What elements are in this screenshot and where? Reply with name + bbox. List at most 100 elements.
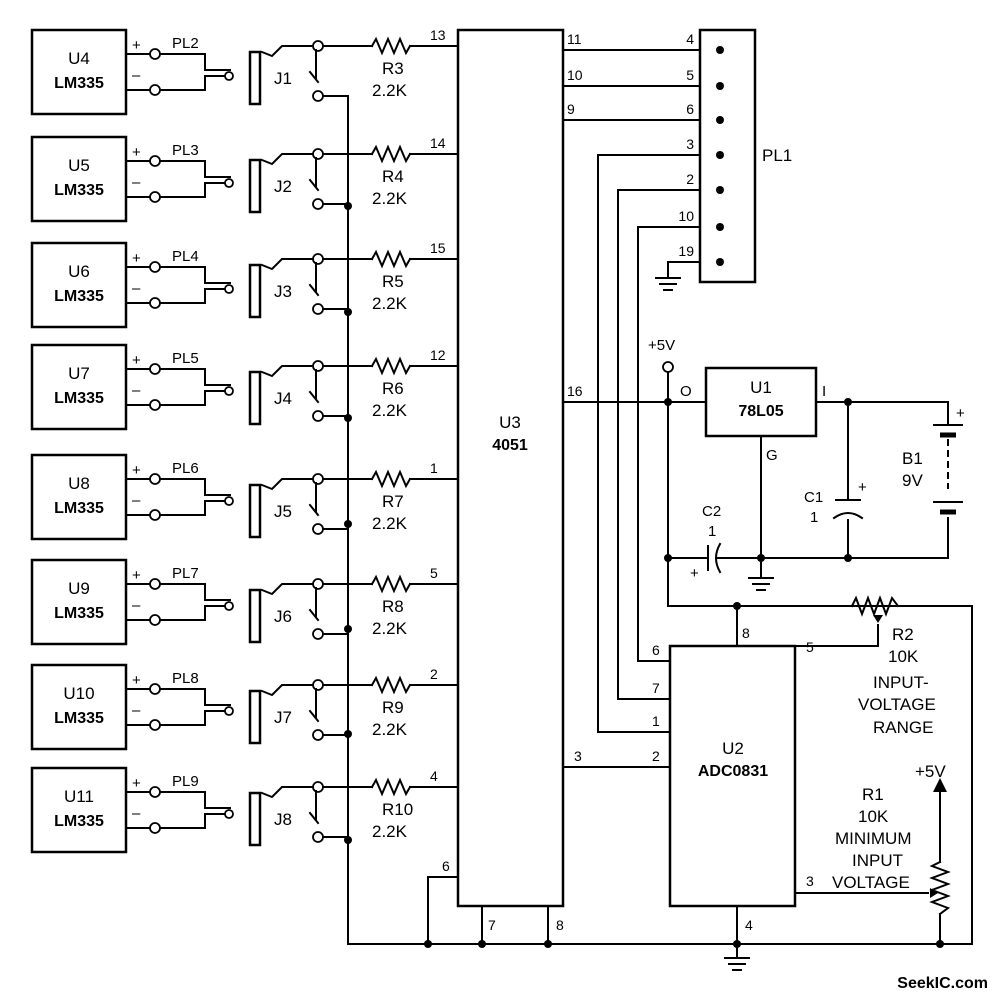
u2-adc: U2 ADC0831 8 6 7 1 2 5 3 4 (652, 625, 814, 933)
u2-pin-3: 3 (806, 873, 814, 889)
sensor-ref: U10 (63, 684, 94, 703)
u3-pin-11: 11 (567, 31, 582, 47)
pl1-pin-label: 4 (686, 31, 694, 47)
r2-desc-2: VOLTAGE (858, 695, 936, 714)
pl1-body (698, 28, 757, 284)
plug-plus: + (132, 352, 141, 369)
sensor-part: LM335 (54, 605, 104, 622)
resistor-ref: R3 (382, 59, 404, 78)
r2-desc-1: INPUT- (873, 673, 929, 692)
jack-body (248, 263, 262, 319)
sensor-body (30, 453, 128, 541)
sensor-channels: U4LM335+–PL2J1R32.2K13U5LM335+–PL3J2R42.… (30, 27, 459, 854)
plug-plus: + (132, 37, 141, 54)
ground-icon (724, 957, 750, 971)
jack-ref: J7 (274, 708, 292, 727)
resistor-value: 2.2K (372, 189, 408, 208)
r1-supply: +5V (915, 762, 946, 781)
sensor-body (30, 241, 128, 329)
ground-icon (748, 577, 774, 591)
r2-ref: R2 (892, 625, 914, 644)
u2-pin-5: 5 (806, 639, 814, 655)
static-wiring (347, 49, 973, 959)
u2-ref: U2 (722, 739, 744, 758)
sensor-part: LM335 (54, 390, 104, 407)
u1-pin-i: I (822, 383, 826, 400)
jack-body (248, 370, 262, 426)
pl1-pin-label: 3 (686, 136, 694, 152)
resistor-value: 2.2K (372, 619, 408, 638)
u3-pin-8: 8 (556, 917, 564, 933)
u3-input-pin: 13 (430, 27, 446, 43)
u3-pin-16: 16 (567, 383, 583, 399)
ground-icon (655, 277, 681, 291)
c2-ref: C2 (702, 503, 721, 520)
plug-minus: – (132, 67, 141, 84)
r1-desc-3: VOLTAGE (832, 873, 910, 892)
jack-ref: J4 (274, 389, 292, 408)
plus5v-terminal (662, 361, 674, 373)
jack-ref: J5 (274, 502, 292, 521)
plug-minus: – (132, 597, 141, 614)
u1-part: 78L05 (738, 403, 783, 420)
u1-body (704, 366, 818, 438)
resistor-value: 2.2K (372, 720, 408, 739)
b1-battery: + B1 9V (902, 405, 965, 515)
u1-pin-o: O (680, 383, 692, 400)
u3-part: 4051 (492, 437, 528, 454)
footer-site: SeekIC.com (897, 975, 988, 992)
plug-minus: – (132, 492, 141, 509)
r1-desc-2: INPUT (852, 851, 903, 870)
u1-regulator: U1 78L05 O I G (680, 366, 826, 464)
plus5v-node: +5V (648, 337, 675, 373)
c1-ref: C1 (804, 489, 823, 506)
plug-plus: + (132, 567, 141, 584)
sensor-body (30, 663, 128, 751)
sensor-body (30, 558, 128, 646)
u3-pin-9: 9 (567, 101, 575, 117)
u3-pin-6: 6 (442, 858, 450, 874)
u2-pin-1: 1 (652, 713, 660, 729)
pl1-pin-label: 19 (678, 243, 694, 259)
plug-plus: + (132, 775, 141, 792)
resistor-value: 2.2K (372, 294, 408, 313)
u3-multiplexer: U3 4051 11 10 9 16 3 6 7 8 (442, 28, 583, 933)
resistor-value: 2.2K (372, 514, 408, 533)
resistor-ref: R8 (382, 597, 404, 616)
u3-input-pin: 12 (430, 347, 446, 363)
u3-input-pin: 5 (430, 565, 438, 581)
plug-plus: + (132, 672, 141, 689)
c2-capacitor: C2 1 + (690, 503, 722, 582)
u3-pin-7: 7 (488, 917, 496, 933)
resistor-ref: R7 (382, 492, 404, 511)
b1-plus: + (956, 405, 965, 422)
sensor-part: LM335 (54, 500, 104, 517)
r1-desc-1: MINIMUM (835, 829, 911, 848)
sensor-body (30, 343, 128, 431)
pl1-ref: PL1 (762, 146, 792, 165)
sensor-body (30, 28, 128, 116)
jack-ref: J6 (274, 607, 292, 626)
u3-input-pin: 14 (430, 135, 446, 151)
sensor-ref: U4 (68, 49, 90, 68)
sensor-ref: U5 (68, 156, 90, 175)
plug-plus: + (132, 250, 141, 267)
c1-plus: + (858, 479, 867, 496)
u3-pin-10: 10 (567, 67, 583, 83)
sensor-ref: U9 (68, 579, 90, 598)
jack-body (248, 791, 262, 847)
u3-input-pin: 15 (430, 240, 446, 256)
sensor-body (30, 135, 128, 223)
u3-body (456, 28, 565, 908)
resistor-ref: R4 (382, 167, 404, 186)
r2-potentiometer: R2 10K INPUT- VOLTAGE RANGE (850, 595, 936, 737)
plug-minus: – (132, 702, 141, 719)
jack-ref: J8 (274, 810, 292, 829)
